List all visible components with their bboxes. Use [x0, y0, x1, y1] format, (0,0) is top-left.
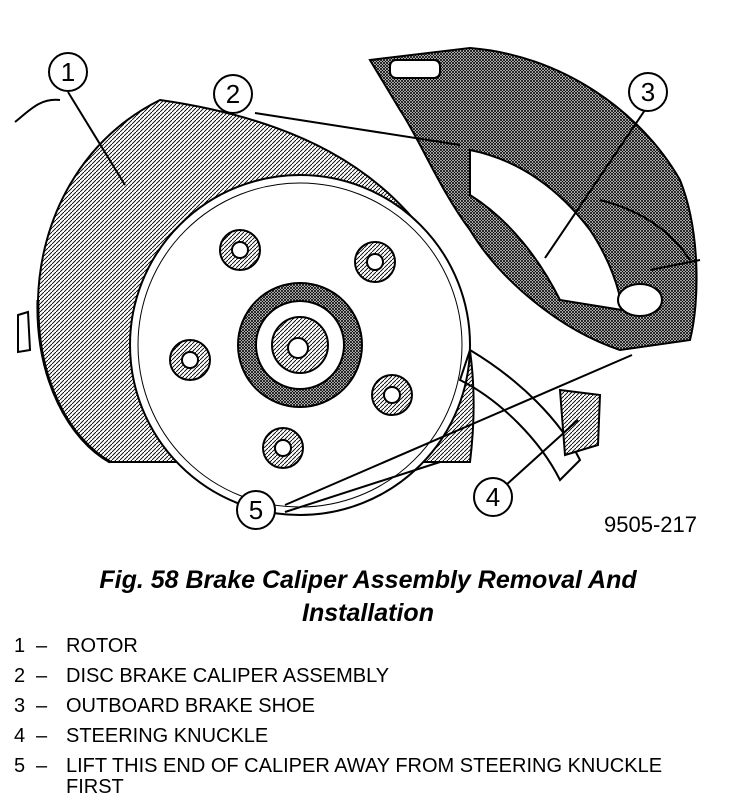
figure-code: 9505-217: [604, 512, 697, 537]
svg-text:3: 3: [641, 77, 655, 107]
caliper-drawing: [368, 46, 701, 352]
legend-item: 1 – ROTOR: [14, 636, 724, 657]
legend-text: OUTBOARD BRAKE SHOE: [66, 695, 315, 717]
legend-number: 5: [14, 755, 26, 777]
svg-text:2: 2: [226, 79, 240, 109]
svg-text:1: 1: [61, 57, 75, 87]
legend-item: 2 – DISC BRAKE CALIPER ASSEMBLY: [14, 666, 724, 687]
callout-2: 2: [213, 74, 253, 114]
svg-text:4: 4: [486, 482, 500, 512]
legend-dash: –: [36, 725, 48, 747]
brake-caliper-illustration: 1 2 3 4 5: [14, 46, 701, 530]
legend-item: 5 – LIFT THIS END OF CALIPER AWAY FROM S…: [14, 756, 724, 798]
callout-1: 1: [48, 52, 88, 92]
legend-text: LIFT THIS END OF CALIPER AWAY FROM STEER…: [66, 755, 663, 798]
legend-number: 2: [14, 665, 26, 687]
legend-item: 3 – OUTBOARD BRAKE SHOE: [14, 696, 724, 717]
figure-caption: Fig. 58 Brake Caliper Assembly Removal A…: [0, 564, 736, 630]
legend-item: 4 – STEERING KNUCKLE: [14, 726, 724, 747]
hub-drawing: [129, 174, 471, 516]
legend-text: DISC BRAKE CALIPER ASSEMBLY: [66, 665, 390, 687]
legend-text: STEERING KNUCKLE: [66, 725, 269, 747]
legend-dash: –: [36, 665, 48, 687]
svg-text:5: 5: [249, 495, 263, 525]
callout-5: 5: [236, 490, 276, 530]
caption-line-1: Fig. 58 Brake Caliper Assembly Removal A…: [99, 566, 637, 594]
legend-number: 4: [14, 725, 26, 747]
legend-text: ROTOR: [66, 635, 138, 657]
caption-line-2: Installation: [302, 599, 434, 627]
legend-dash: –: [36, 755, 48, 777]
callout-3: 3: [628, 72, 668, 112]
legend-number: 1: [14, 635, 26, 657]
legend-dash: –: [36, 635, 48, 657]
steering-knuckle-drawing: [458, 348, 602, 482]
legend-number: 3: [14, 695, 26, 717]
legend-list: 1 – ROTOR 2 – DISC BRAKE CALIPER ASSEMBL…: [14, 636, 724, 807]
callout-4: 4: [473, 477, 513, 517]
legend-dash: –: [36, 695, 48, 717]
leader-lines: [67, 91, 646, 513]
